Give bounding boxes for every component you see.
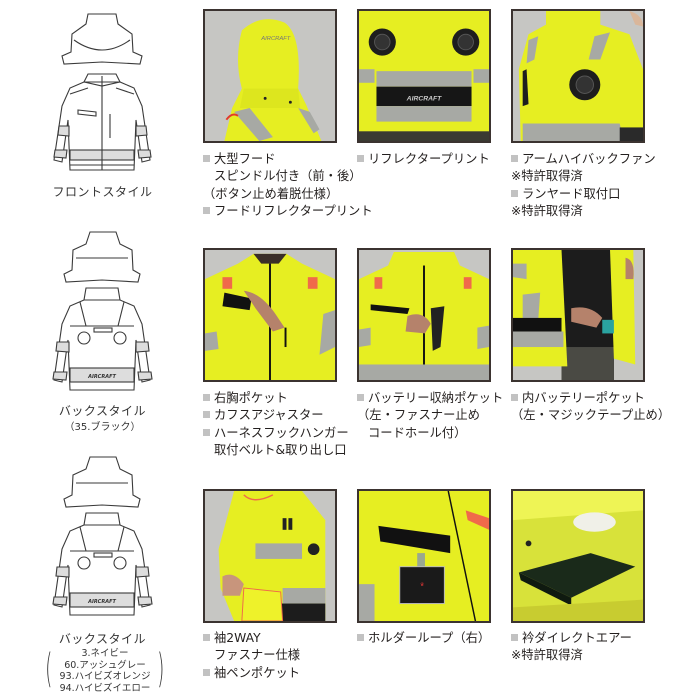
feature-item: ハーネスフックハンガー: [203, 425, 349, 442]
feature-item: リフレクタープリント: [357, 151, 490, 168]
front-style-caption: フロントスタイル: [52, 185, 153, 199]
inner-pocket-photo-image: [513, 250, 643, 380]
features-hood: 大型フード スピンドル付き（前・後） （ボタン止め着脱仕様） フードリフレクター…: [203, 151, 373, 220]
bullet-square-icon: [203, 394, 210, 401]
feature-note: （左・マジックテープ止め）: [511, 408, 671, 423]
feature-item: 衿ダイレクトエアー: [511, 630, 632, 647]
photo-battery-pocket: [357, 248, 491, 382]
feature-item: アームハイバックファン: [511, 151, 656, 168]
features-collar-air: 衿ダイレクトエアー ※特許取得済: [511, 630, 632, 665]
features-reflector: リフレクタープリント: [357, 151, 490, 168]
photo-fans-back: AIRCRAFT: [357, 9, 491, 143]
feature-item: 内バッテリーポケット: [511, 390, 670, 407]
fans-photo-image: AIRCRAFT: [359, 11, 489, 141]
feature-detail: スピンドル付き（前・後）: [214, 169, 362, 184]
paren-close: ): [157, 646, 165, 692]
svg-text:♛: ♛: [420, 582, 424, 588]
photo-hood-back: AIRCRAFT: [203, 9, 337, 143]
color-variants-list: ( 3.ネイビー 60.アッシュグレー 93.ハイビズオレンジ 94.ハイビズイ…: [45, 646, 164, 694]
feature-item: ランヤード取付口: [511, 186, 656, 203]
battery-pocket-photo-image: [359, 250, 489, 380]
hood-photo-image: AIRCRAFT: [205, 11, 335, 141]
svg-text:AIRCRAFT: AIRCRAFT: [87, 374, 116, 380]
svg-text:AIRCRAFT: AIRCRAFT: [260, 36, 291, 42]
bullet-square-icon: [511, 394, 518, 401]
feature-item: 大型フード: [203, 151, 373, 168]
bullet-square-icon: [203, 428, 210, 436]
bullet-square-icon: [203, 668, 210, 676]
sleeve-photo-image: [205, 491, 335, 621]
jacket-back-drawing: AIRCRAFT: [52, 456, 153, 616]
feature-detail: コードホール付）: [368, 425, 467, 440]
color-variant: 60.アッシュグレー: [64, 659, 146, 671]
chest-pocket-photo-image: [205, 250, 335, 380]
feature-detail: 取付ベルト&取り出し口: [214, 442, 347, 457]
photo-inner-battery-pocket: [511, 248, 645, 382]
feature-note: ※特許取得済: [511, 648, 583, 663]
bullet-square-icon: [203, 155, 210, 162]
feature-note: （ボタン止め着脱仕様）: [203, 186, 339, 201]
back-style-colors-illustration: AIRCRAFT: [40, 455, 165, 625]
bullet-square-icon: [203, 206, 210, 214]
features-sleeve: 袖2WAY ファスナー仕様 袖ペンポケット: [203, 630, 300, 682]
color-variant: 94.ハイビズイエロー: [59, 682, 151, 694]
bullet-square-icon: [357, 394, 364, 401]
feature-item: 右胸ポケット: [203, 390, 349, 407]
paren-open: (: [45, 646, 53, 692]
arm-fan-photo-image: [513, 11, 643, 141]
bullet-square-icon: [511, 634, 518, 641]
feature-item: バッテリー収納ポケット: [357, 390, 503, 407]
bullet-square-icon: [511, 155, 518, 162]
back-style-caption: バックスタイル: [58, 404, 147, 418]
features-battery-pocket: バッテリー収納ポケット （左・ファスナー止め コードホール付）: [357, 390, 503, 442]
front-style-illustration: [40, 10, 165, 180]
feature-note: ※特許取得済: [511, 169, 583, 184]
feature-item: フードリフレクタープリント: [203, 203, 373, 220]
bullet-square-icon: [203, 411, 210, 419]
features-inner-battery-pocket: 内バッテリーポケット （左・マジックテープ止め）: [511, 390, 670, 425]
feature-note: （左・ファスナー止め: [357, 408, 480, 423]
features-chest-pocket: 右胸ポケット カフスアジャスター ハーネスフックハンガー 取付ベルト&取り出し口: [203, 390, 349, 459]
color-variant: 3.ネイビー: [81, 648, 129, 659]
features-holder-loop: ホルダーループ（右）: [357, 630, 490, 647]
svg-text:AIRCRAFT: AIRCRAFT: [87, 599, 116, 605]
feature-detail: ファスナー仕様: [214, 648, 301, 663]
photo-chest-pocket: [203, 248, 337, 382]
bullet-square-icon: [357, 634, 364, 641]
photo-holder-loop: ♛: [357, 489, 491, 623]
holder-loop-photo-image: ♛: [359, 491, 489, 621]
feature-note: ※特許取得済: [511, 203, 583, 218]
bullet-square-icon: [511, 189, 518, 197]
jacket-back-drawing: AIRCRAFT: [52, 231, 153, 391]
bullet-square-icon: [203, 634, 210, 641]
feature-item: カフスアジャスター: [203, 407, 349, 424]
feature-item: ホルダーループ（右）: [357, 630, 490, 647]
svg-text:AIRCRAFT: AIRCRAFT: [406, 95, 443, 102]
collar-air-photo-image: [513, 491, 643, 621]
feature-item: 袖2WAY: [203, 630, 300, 647]
jacket-front-drawing: [53, 13, 152, 171]
features-arm-fan: アームハイバックファン ※特許取得済 ランヤード取付口 ※特許取得済: [511, 151, 656, 220]
photo-collar-direct-air: [511, 489, 645, 623]
photo-sleeve-2way: [203, 489, 337, 623]
back-style-caption: バックスタイル: [58, 632, 147, 646]
color-variant: 93.ハイビズオレンジ: [59, 671, 151, 682]
bullet-square-icon: [357, 155, 364, 162]
feature-item: 袖ペンポケット: [203, 665, 300, 682]
back-style-black-illustration: AIRCRAFT: [40, 230, 165, 395]
photo-arm-high-fan: [511, 9, 645, 143]
back-style-color-note: （35.ブラック）: [64, 422, 141, 433]
